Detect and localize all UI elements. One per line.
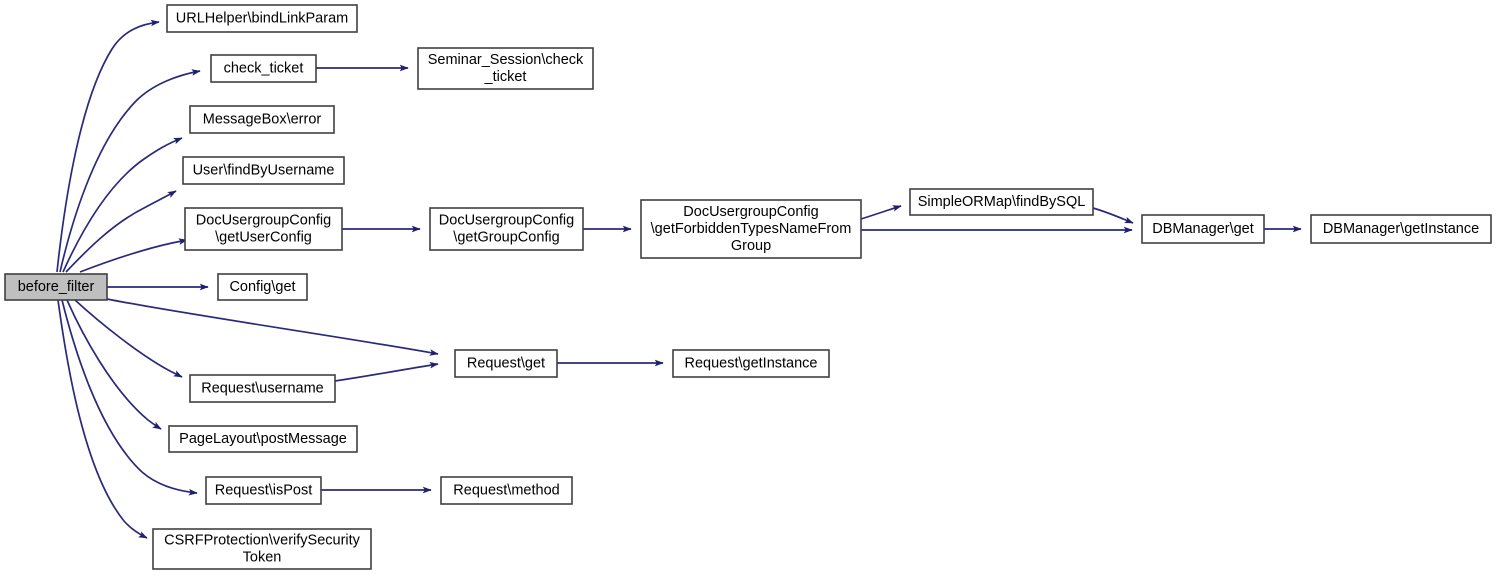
node-dbmanager_getinstance[interactable]: DBManager\getInstance bbox=[1310, 214, 1492, 244]
node-label-request_ispost: Request\isPost bbox=[215, 482, 313, 498]
node-box-config_get[interactable] bbox=[217, 273, 308, 301]
call-edge-request_username-to-request_get bbox=[334, 361, 439, 382]
call-edge-before_filter-to-request_ispost bbox=[61, 299, 198, 496]
node-seminar_session_check_ticket[interactable]: Seminar_Session\check_ticket bbox=[417, 47, 594, 90]
node-label-seminar_session_check_ticket: Seminar_Session\check_ticket bbox=[428, 52, 584, 85]
node-request_ispost[interactable]: Request\isPost bbox=[205, 476, 322, 505]
node-label-simpleormap_findbysql: SimpleORMap\findBySQL bbox=[918, 194, 1086, 210]
node-request_get[interactable]: Request\get bbox=[454, 349, 558, 378]
node-request_username[interactable]: Request\username bbox=[189, 374, 336, 403]
call-edge-before_filter-to-check_ticket bbox=[59, 69, 201, 273]
node-label-docusergroupconfig_getuserconfig: DocUsergroupConfig\getUserConfig bbox=[196, 212, 331, 245]
node-box-pagelayout_postmessage[interactable] bbox=[168, 425, 358, 453]
node-label-docusergroupconfig_getforbiddentypesnamefromgroup: DocUsergroupConfig\getForbiddenTypesName… bbox=[651, 204, 852, 254]
call-edge-docusergroupconfig_getforbiddentypesnamefromgroup-to-simpleormap_findbysql bbox=[860, 205, 902, 220]
node-label-config_get: Config\get bbox=[229, 279, 295, 295]
node-box-before_filter[interactable] bbox=[4, 273, 108, 301]
call-edge-before_filter-to-urlhelper_bindlinkparam bbox=[56, 19, 160, 273]
node-box-docusergroupconfig_getforbiddentypesnamefromgroup[interactable] bbox=[640, 199, 862, 259]
node-label-request_get: Request\get bbox=[467, 355, 545, 371]
node-box-docusergroupconfig_getuserconfig[interactable] bbox=[184, 207, 343, 251]
call-edge-before_filter-to-user_findbyusername bbox=[65, 190, 177, 273]
call-edge-before_filter-to-csrfprotection_verifysecuritytoken bbox=[57, 299, 148, 539]
node-user_findbyusername[interactable]: User\findByUsername bbox=[182, 156, 345, 185]
call-edge-before_filter-to-messagebox_error bbox=[62, 137, 183, 273]
node-box-csrfprotection_verifysecuritytoken[interactable] bbox=[152, 528, 372, 570]
edges-layer bbox=[56, 19, 1302, 539]
node-label-urlhelper_bindlinkparam: URLHelper\bindLinkParam bbox=[176, 10, 348, 26]
node-box-dbmanager_get[interactable] bbox=[1141, 214, 1265, 244]
node-label-request_method: Request\method bbox=[453, 482, 559, 498]
node-label-before_filter: before_filter bbox=[18, 279, 95, 295]
node-label-user_findbyusername: User\findByUsername bbox=[193, 162, 335, 178]
node-label-pagelayout_postmessage: PageLayout\postMessage bbox=[179, 431, 347, 447]
nodes-layer: before_filter URLHelper\bindLinkParam chec… bbox=[4, 4, 1492, 570]
node-box-messagebox_error[interactable] bbox=[189, 105, 335, 134]
node-messagebox_error[interactable]: MessageBox\error bbox=[189, 105, 335, 134]
call-edge-before_filter-to-pagelayout_postmessage bbox=[66, 299, 162, 430]
node-box-simpleormap_findbysql[interactable] bbox=[909, 188, 1094, 216]
node-box-seminar_session_check_ticket[interactable] bbox=[417, 47, 594, 90]
node-request_method[interactable]: Request\method bbox=[440, 476, 573, 505]
call-edge-simpleormap_findbysql-to-dbmanager_get bbox=[1092, 207, 1134, 224]
node-box-docusergroupconfig_getgroupconfig[interactable] bbox=[429, 207, 584, 251]
node-label-request_username: Request\username bbox=[201, 380, 324, 396]
node-docusergroupconfig_getforbiddentypesnamefromgroup[interactable]: DocUsergroupConfig\getForbiddenTypesName… bbox=[640, 199, 862, 259]
node-before_filter[interactable]: before_filter bbox=[4, 273, 108, 301]
node-label-check_ticket: check_ticket bbox=[224, 60, 304, 76]
node-label-request_getinstance: Request\getInstance bbox=[684, 355, 817, 371]
node-box-dbmanager_getinstance[interactable] bbox=[1310, 214, 1492, 244]
node-box-request_get[interactable] bbox=[454, 349, 558, 378]
node-check_ticket[interactable]: check_ticket bbox=[210, 54, 317, 83]
call-edge-before_filter-to-request_username bbox=[74, 299, 183, 378]
node-box-user_findbyusername[interactable] bbox=[182, 156, 345, 185]
node-simpleormap_findbysql[interactable]: SimpleORMap\findBySQL bbox=[909, 188, 1094, 216]
node-docusergroupconfig_getgroupconfig[interactable]: DocUsergroupConfig\getGroupConfig bbox=[429, 207, 584, 251]
call-edge-before_filter-to-docusergroupconfig_getuserconfig bbox=[79, 238, 188, 273]
node-box-request_method[interactable] bbox=[440, 476, 573, 505]
node-box-request_getinstance[interactable] bbox=[672, 349, 830, 378]
node-docusergroupconfig_getuserconfig[interactable]: DocUsergroupConfig\getUserConfig bbox=[184, 207, 343, 251]
node-label-docusergroupconfig_getgroupconfig: DocUsergroupConfig\getGroupConfig bbox=[439, 212, 574, 245]
node-label-dbmanager_getinstance: DBManager\getInstance bbox=[1323, 221, 1479, 237]
node-box-urlhelper_bindlinkparam[interactable] bbox=[166, 4, 358, 33]
node-pagelayout_postmessage[interactable]: PageLayout\postMessage bbox=[168, 425, 358, 453]
node-label-messagebox_error: MessageBox\error bbox=[203, 111, 322, 127]
node-label-dbmanager_get: DBManager\get bbox=[1152, 221, 1254, 237]
node-request_getinstance[interactable]: Request\getInstance bbox=[672, 349, 830, 378]
node-box-check_ticket[interactable] bbox=[210, 54, 317, 83]
node-urlhelper_bindlinkparam[interactable]: URLHelper\bindLinkParam bbox=[166, 4, 358, 33]
node-box-request_ispost[interactable] bbox=[205, 476, 322, 505]
node-box-request_username[interactable] bbox=[189, 374, 336, 403]
node-dbmanager_get[interactable]: DBManager\get bbox=[1141, 214, 1265, 244]
node-config_get[interactable]: Config\get bbox=[217, 273, 308, 301]
call-edge-before_filter-to-request_get bbox=[106, 298, 439, 356]
